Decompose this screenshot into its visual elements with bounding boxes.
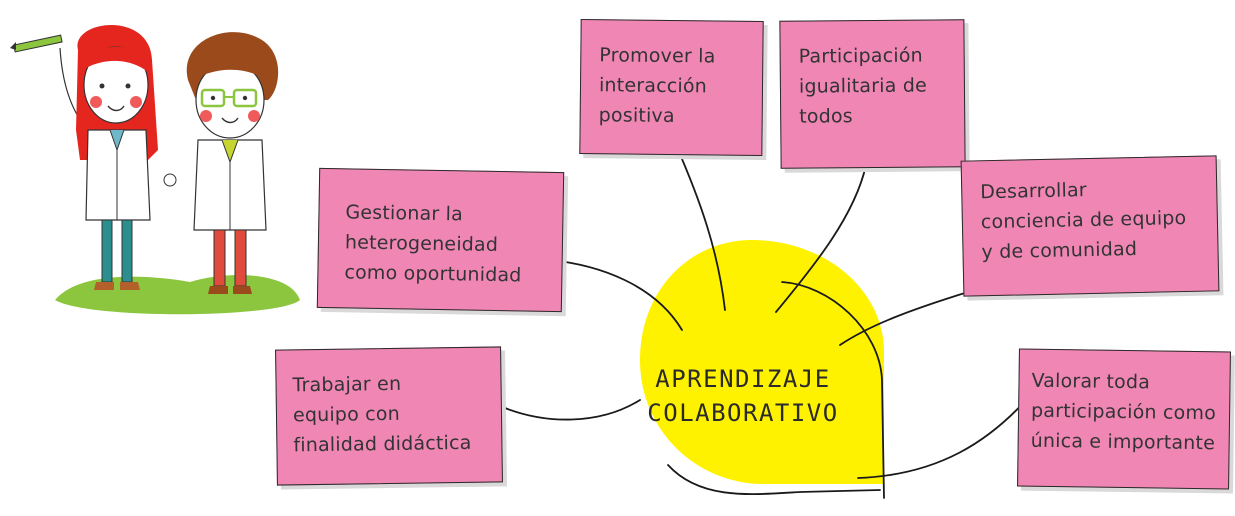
note-gestionar-text: Gestionar la heterogeneidad como oportun… bbox=[344, 201, 522, 287]
note-promover-text: Promover la interacción positiva bbox=[598, 44, 716, 128]
scientists-illustration bbox=[10, 25, 300, 315]
grass-patch bbox=[55, 275, 300, 315]
boy-scientist-illustration bbox=[186, 32, 279, 294]
center-blob bbox=[640, 240, 884, 484]
note-trabajar-text: Trabajar en equipo con finalidad didácti… bbox=[292, 372, 472, 457]
connector-trabajar bbox=[499, 399, 641, 421]
connector-valorar bbox=[857, 397, 1029, 479]
note-desarrollar-text: Desarrollar conciencia de equipo y de co… bbox=[980, 179, 1187, 264]
connector-participacion bbox=[775, 164, 867, 313]
note-participacion: Participación igualitaria de todos bbox=[779, 19, 966, 169]
girl-scientist-illustration bbox=[10, 25, 158, 290]
pencil-icon bbox=[10, 34, 63, 53]
connector-desarrollar bbox=[839, 291, 969, 346]
note-valorar-text: Valorar toda participación como única e … bbox=[1030, 369, 1217, 455]
connector-arc-bottom bbox=[667, 464, 881, 496]
note-desarrollar: Desarrollar conciencia de equipo y de co… bbox=[960, 155, 1220, 297]
note-trabajar: Trabajar en equipo con finalidad didácti… bbox=[275, 346, 503, 486]
note-gestionar: Gestionar la heterogeneidad como oportun… bbox=[316, 167, 565, 313]
connector-promover bbox=[675, 144, 726, 311]
note-promover: Promover la interacción positiva bbox=[579, 19, 764, 156]
note-valorar: Valorar toda participación como única e … bbox=[1017, 348, 1231, 490]
note-participacion-text: Participación igualitaria de todos bbox=[798, 44, 928, 128]
connector-arc-right bbox=[781, 281, 885, 499]
center-title: APRENDIZAJE COLABORATIVO bbox=[647, 365, 839, 427]
connector-gestionar bbox=[549, 259, 683, 331]
connector-lines bbox=[499, 144, 1029, 499]
